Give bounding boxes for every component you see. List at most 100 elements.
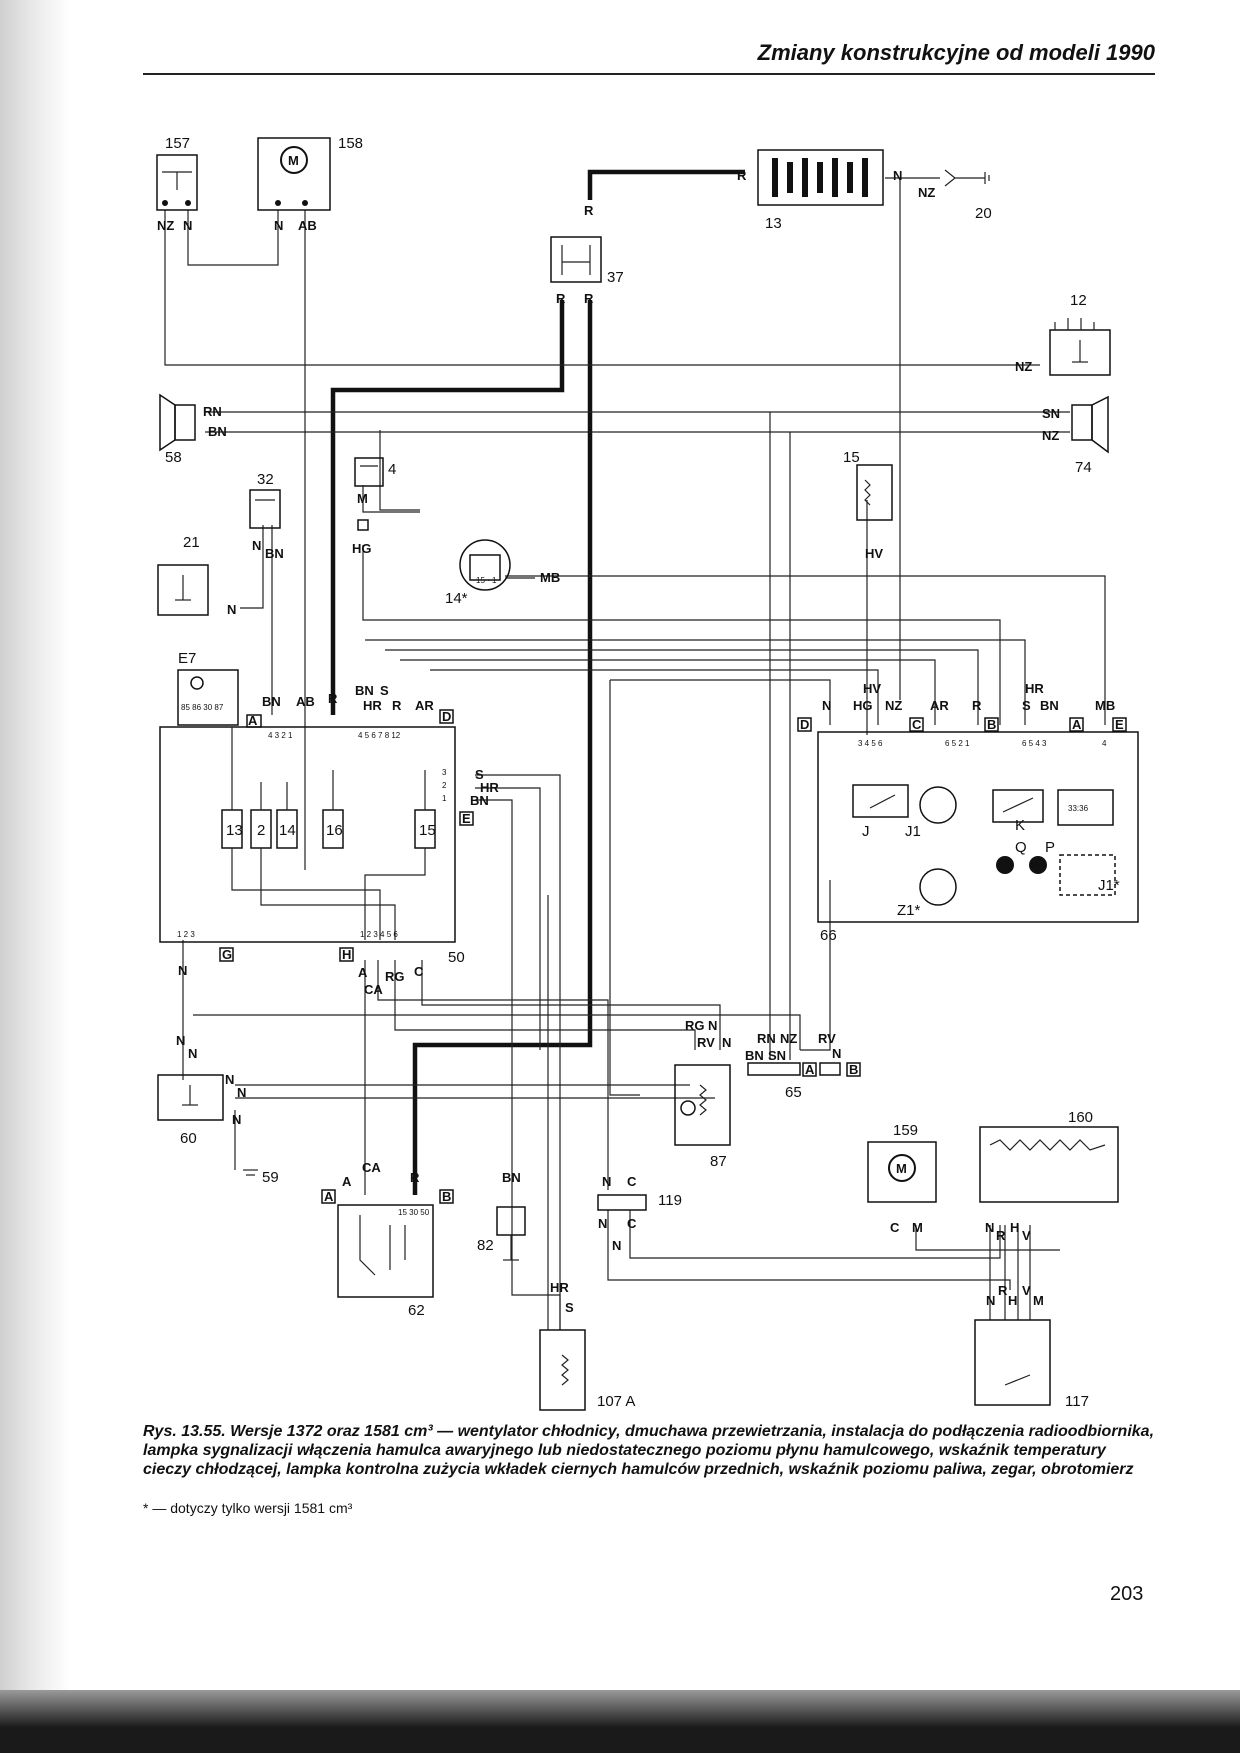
connector-E-66: E [1115, 717, 1124, 732]
label-117: 117 [1065, 1393, 1089, 1410]
wire-rg-50: RG [385, 969, 405, 984]
wire-nz-66: NZ [885, 698, 902, 713]
component-87-switch: 87 [674, 1064, 731, 1170]
wire-hv-66: HV [863, 681, 881, 696]
label-159: 159 [893, 1122, 918, 1139]
label-74: 74 [1075, 459, 1092, 476]
svg-text:15 · 1: 15 · 1 [476, 576, 497, 585]
svg-text:4 3 2 1: 4 3 2 1 [268, 731, 293, 740]
fuse-14: 14 [279, 822, 296, 839]
wire-sn-74: SN [1042, 406, 1060, 421]
fuse-13: 13 [226, 822, 243, 839]
wire-bn-50-side: BN [470, 793, 489, 808]
svg-text:M: M [896, 1161, 907, 1176]
wire-n-119-b: N [612, 1238, 621, 1253]
component-107A-sender: HR S 107 A [539, 1280, 635, 1411]
wire-mb-14: MB [540, 570, 560, 585]
label-58: 58 [165, 449, 182, 466]
label-P: P [1045, 839, 1055, 856]
wire-rv-65-b: RV [818, 1031, 836, 1046]
component-160-resistor: 160 N R H V [979, 1109, 1119, 1243]
label-21: 21 [183, 534, 200, 551]
thin-wires [164, 177, 1106, 1330]
connector-E-label: E [462, 811, 471, 826]
wire-n-60-d: N [237, 1085, 246, 1100]
wire-a-62: A [342, 1174, 352, 1189]
wire-bn-65: BN [745, 1048, 764, 1063]
wire-hr-107: HR [550, 1280, 569, 1295]
component-65-connector: RG N RV N RN NZ BN SN A RV N B 65 [685, 1018, 861, 1101]
svg-text:85 86 30 87: 85 86 30 87 [181, 703, 224, 712]
wire-c-119-bot: C [627, 1216, 637, 1231]
wire-m-159: M [912, 1220, 923, 1235]
label-157: 157 [165, 135, 190, 152]
connector-D-label: D [442, 709, 451, 724]
figure-caption: Rys. 13.55. Wersje 1372 oraz 1581 cm³ — … [143, 1423, 1155, 1478]
label-66: 66 [820, 927, 837, 944]
wire-hg-4: HG [352, 541, 372, 556]
connector-B-65: B [849, 1062, 858, 1077]
component-21-sensor: 21 N [157, 534, 236, 617]
wire-nz-157: NZ [157, 218, 174, 233]
wire-s-107: S [565, 1300, 574, 1315]
wire-v-117: V [1022, 1283, 1031, 1298]
connector-H-label: H [342, 947, 351, 962]
wire-c-159: C [890, 1220, 900, 1235]
label-Q: Q [1015, 839, 1027, 856]
label-59: 59 [262, 1169, 279, 1186]
wire-r-160: R [996, 1228, 1006, 1243]
wire-n-157: N [183, 218, 192, 233]
wire-n-119-bot: N [598, 1216, 607, 1231]
wire-n-60-a: N [176, 1033, 185, 1048]
wire-r-13: R [737, 168, 747, 183]
connector-A-66: A [1072, 717, 1082, 732]
wire-r-50-b: R [392, 698, 402, 713]
wire-n-158: N [274, 218, 283, 233]
svg-text:3 4 5 6: 3 4 5 6 [858, 739, 883, 748]
wire-s-50-side: S [475, 767, 484, 782]
wire-ar-50: AR [415, 698, 434, 713]
wire-r-62: R [410, 1170, 420, 1185]
label-160: 160 [1068, 1109, 1093, 1126]
component-E7-relay: 85 86 30 87 E7 [177, 650, 239, 726]
wire-nz-20: NZ [918, 185, 935, 200]
thick-wires [330, 169, 745, 1195]
component-13-battery: R N 13 [737, 149, 902, 232]
component-37-relay: R R R 37 [550, 203, 624, 306]
label-158: 158 [338, 135, 363, 152]
wire-r-37-right: R [584, 291, 594, 306]
label-E7: E7 [178, 650, 196, 667]
svg-text:6 5 2 1: 6 5 2 1 [945, 739, 970, 748]
wire-rv-65: RV [697, 1035, 715, 1050]
wire-n-160: N [985, 1220, 994, 1235]
figure-footnote: * — dotyczy tylko wersji 1581 cm³ [143, 1500, 353, 1516]
wire-ca-62: CA [362, 1160, 381, 1175]
wire-ab-158: AB [298, 218, 317, 233]
header-rule [143, 73, 1155, 75]
svg-text:M: M [288, 153, 299, 168]
component-58-speaker: RN BN 58 [159, 393, 227, 466]
label-119: 119 [658, 1192, 682, 1209]
wire-m-117: M [1033, 1293, 1044, 1308]
svg-text:3: 3 [442, 768, 447, 777]
label-20: 20 [975, 205, 992, 222]
label-12: 12 [1070, 292, 1087, 309]
label-K: K [1015, 817, 1025, 834]
wire-n-66: N [822, 698, 831, 713]
fuse-15: 15 [419, 822, 436, 839]
wire-r-50: R [328, 691, 338, 706]
wire-rn-58: RN [203, 404, 222, 419]
wire-a-50: A [358, 965, 368, 980]
wire-sn-65: SN [768, 1048, 786, 1063]
component-60-sensor: N N N N N 60 59 [157, 1033, 279, 1186]
svg-text:2: 2 [442, 781, 447, 790]
wire-hv-15: HV [865, 546, 883, 561]
scan-shadow [0, 0, 70, 1753]
wire-n-65-c: N [832, 1046, 841, 1061]
svg-text:4 5 6 7 8 12: 4 5 6 7 8 12 [358, 731, 401, 740]
svg-text:1 2 3: 1 2 3 [177, 930, 195, 939]
component-14-sensor: 15 · 1 MB 14* [445, 539, 560, 607]
component-74-speaker: SN NZ 74 [1042, 395, 1109, 476]
wire-h-117: H [1008, 1293, 1017, 1308]
